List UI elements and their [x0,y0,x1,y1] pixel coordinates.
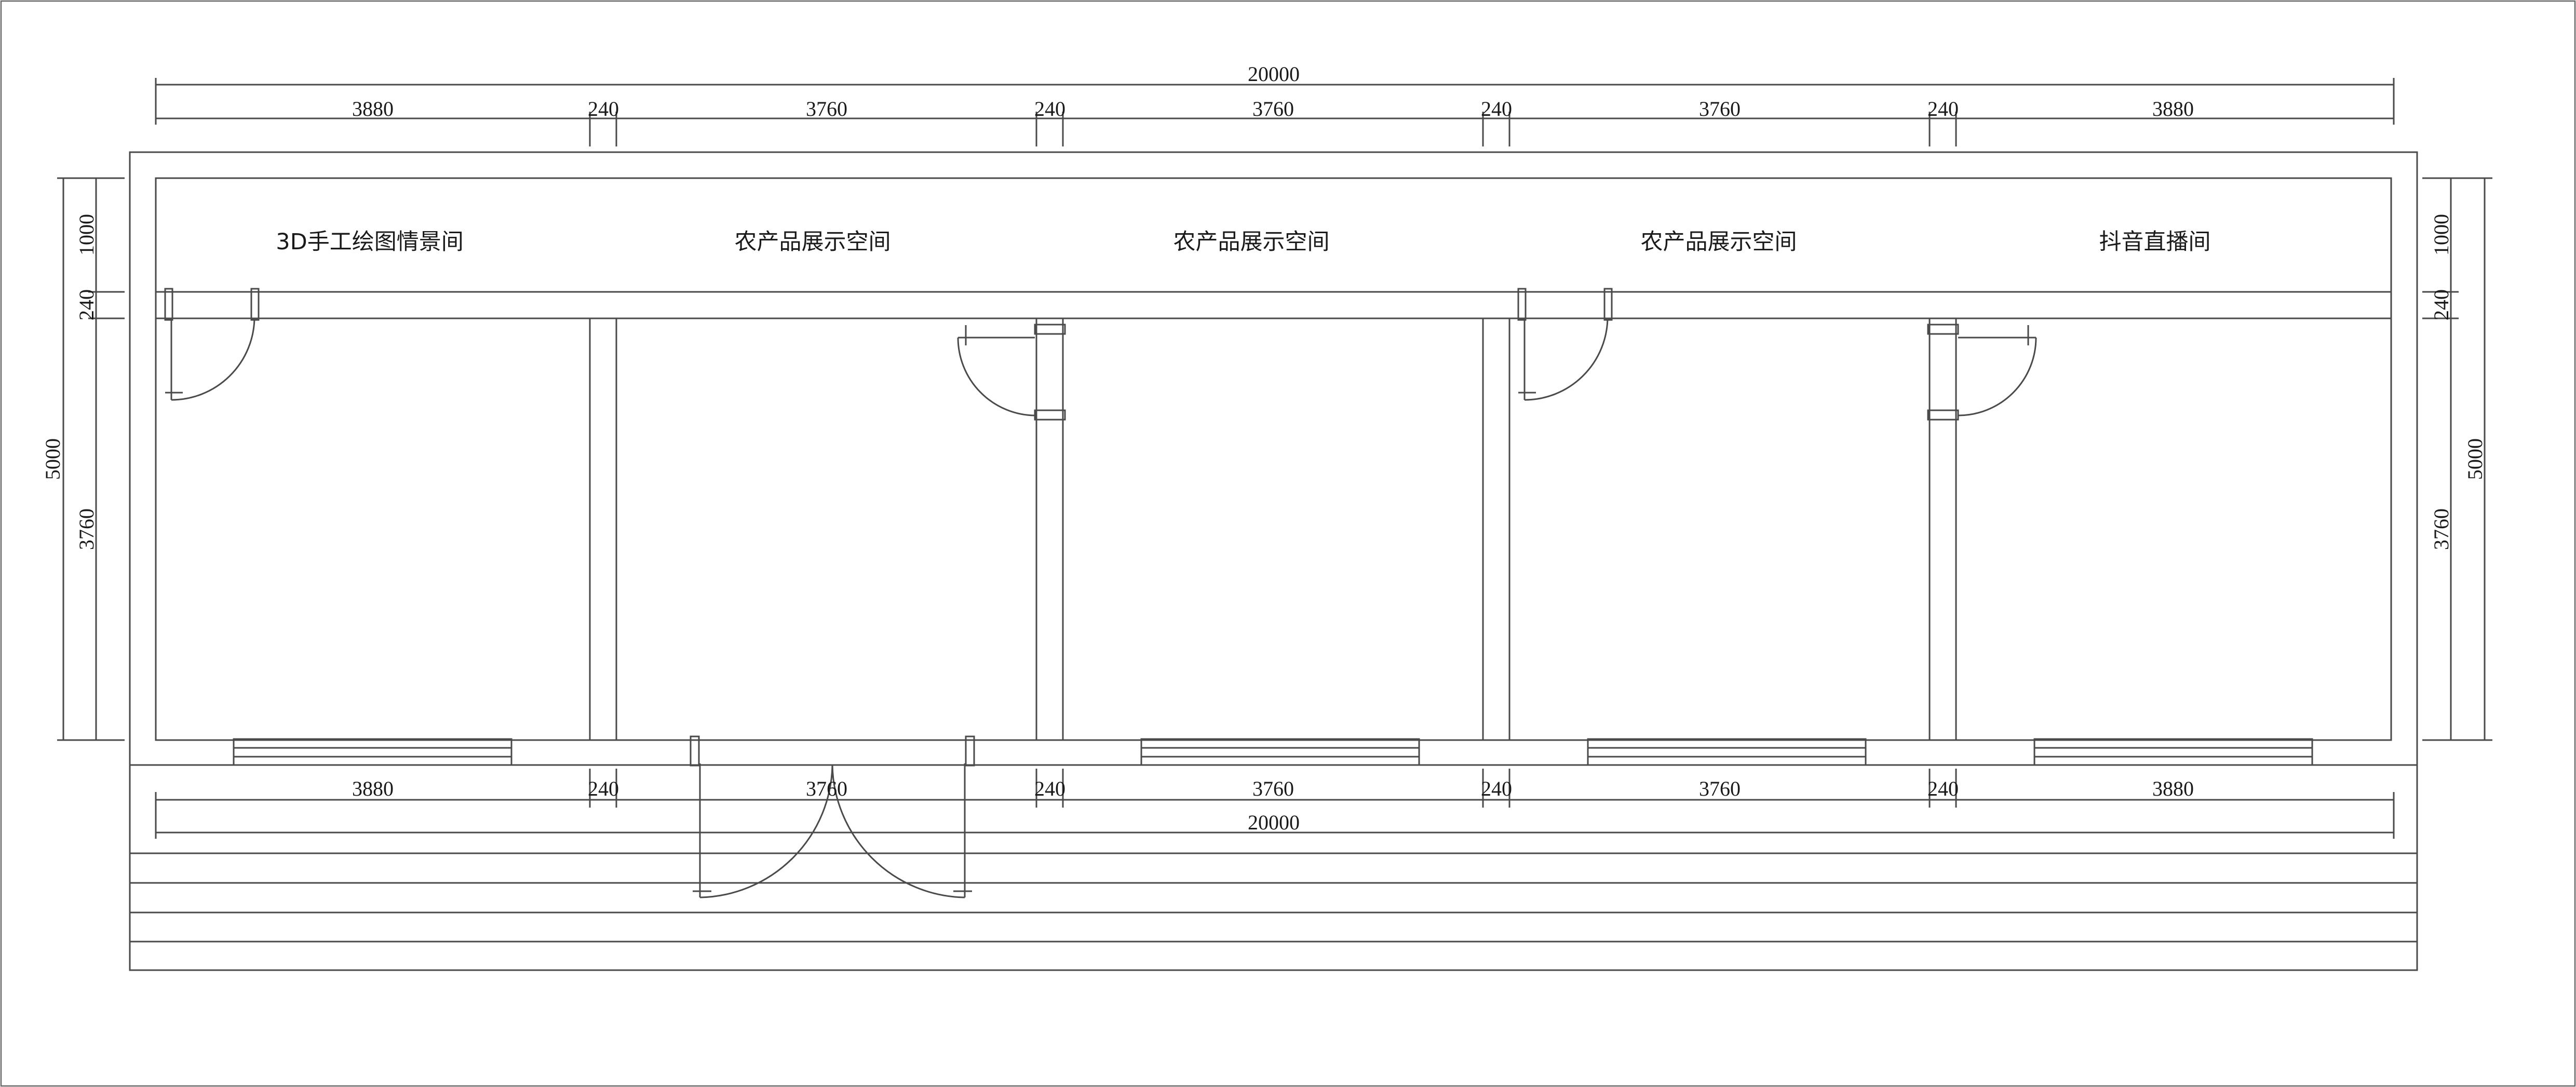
room-label: 农产品展示空间 [735,229,891,255]
bottom-dimension-label: 3760 [1252,777,1294,800]
window [1140,738,1420,766]
main-entrance-double-door [690,735,975,898]
top-dimension-label: 240 [1927,97,1959,120]
room-label: 农产品展示空间 [1174,229,1330,255]
right-dimension-chain [2422,177,2492,741]
bottom-dimension-label: 240 [1034,777,1066,800]
top-overall-dimension: 20000 [1248,62,1300,86]
left-dimension-chain [57,177,125,741]
top-dimension-label: 3760 [806,97,847,120]
bottom-dimension-label: 3760 [1699,777,1741,800]
top-dimension-label: 240 [588,97,619,120]
right-dimension-label: 3760 [2430,508,2453,550]
bottom-dimension-label: 3880 [352,777,394,800]
top-dimension-label: 3880 [352,97,394,120]
door-room-1 [164,288,260,401]
right-dimension-label: 1000 [2430,214,2453,256]
window [1587,738,1867,766]
top-dimension-label: 240 [1481,97,1512,120]
bottom-dimension-label: 240 [1481,777,1512,800]
window [2033,738,2313,766]
bottom-dimension-label: 3760 [806,777,847,800]
bottom-dimension-label: 3880 [2152,777,2194,800]
bottom-overall-dimension: 20000 [1248,811,1300,834]
top-dimension-label: 3760 [1699,97,1741,120]
window [233,738,512,766]
bottom-dimension-label: 240 [588,777,619,800]
bottom-dimension-chain [155,769,2395,839]
building-walls [129,151,2418,971]
left-dimension-label: 240 [75,289,98,320]
top-dimension-label: 3880 [2152,97,2194,120]
room-label: 抖音直播间 [2099,229,2211,255]
door-room-5 [1927,324,2037,421]
top-dimension-label: 240 [1034,97,1066,120]
right-overall-dimension: 5000 [2463,438,2487,480]
top-dimension-label: 3760 [1252,97,1294,120]
left-dimension-label: 1000 [75,214,98,256]
top-dimension-chain [155,78,2395,146]
door-room-2 [957,324,1066,421]
door-room-4 [1517,288,1613,401]
left-dimension-label: 3760 [75,508,98,550]
room-label: 农产品展示空间 [1641,229,1797,255]
right-dimension-label: 240 [2430,289,2453,320]
room-label: 3D手工绘图情景间 [276,229,463,255]
left-overall-dimension: 5000 [41,438,64,480]
bottom-dimension-label: 240 [1927,777,1959,800]
